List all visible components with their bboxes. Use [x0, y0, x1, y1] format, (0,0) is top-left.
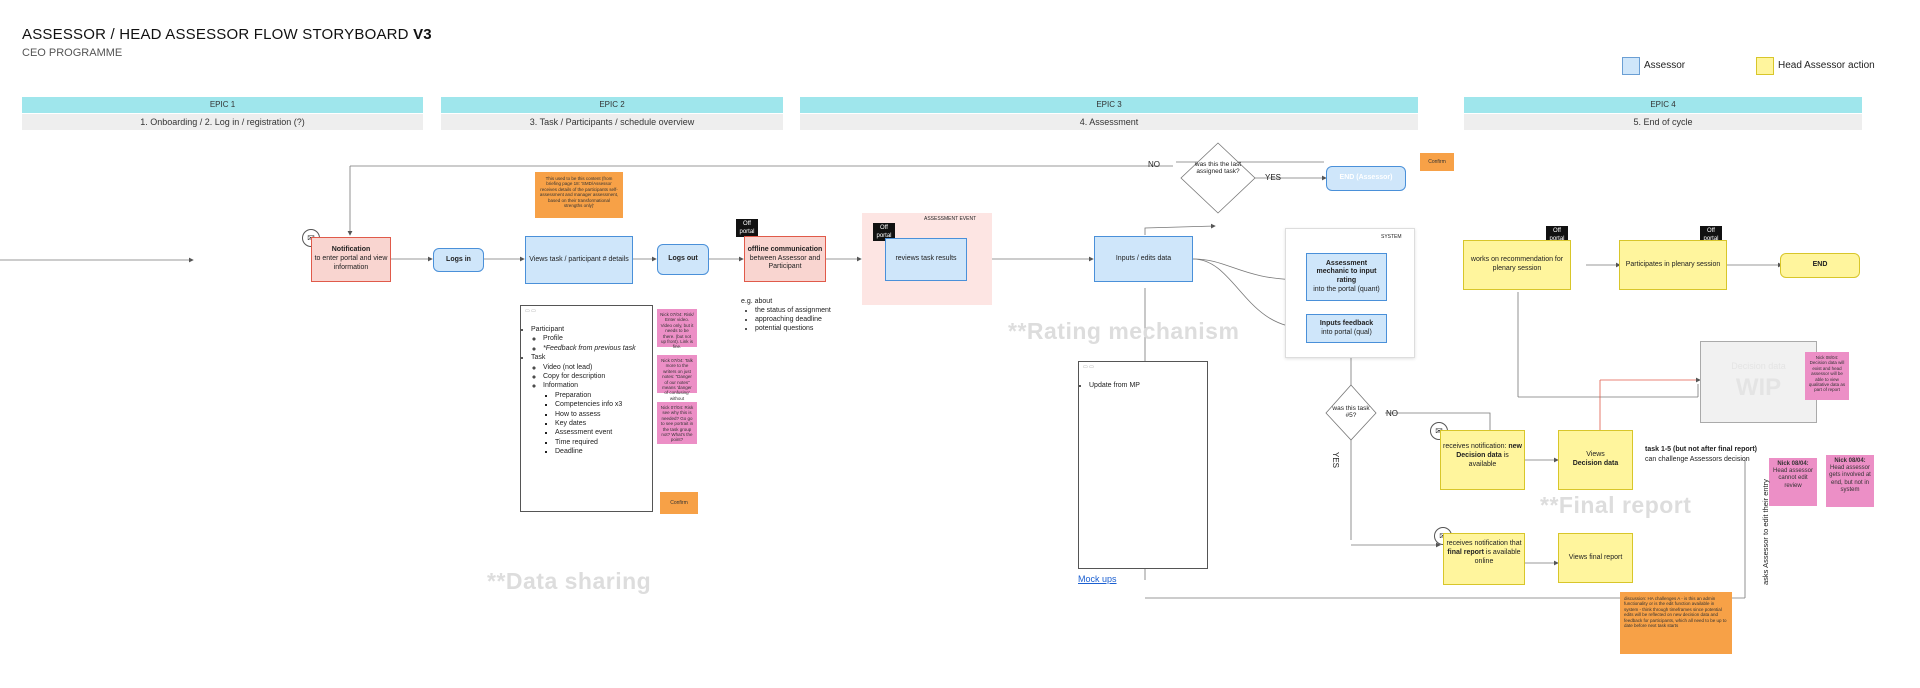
mockup-item-profile: Profile: [543, 334, 652, 343]
decision-diamond-last-task: [1180, 142, 1256, 214]
epic-2-title: 3. Task / Participants / schedule overvi…: [441, 114, 783, 130]
off-portal-badge: Off portal: [873, 223, 895, 241]
ghost-rating-mechanism: **Rating mechanism: [1008, 318, 1240, 344]
feedback-title: Inputs feedback: [1319, 319, 1374, 327]
views-decision-node: Views Decision data: [1558, 430, 1633, 490]
logs-in-node: Logs in: [433, 248, 484, 272]
mechanic-text: into the portal (quant): [1313, 285, 1380, 293]
mockup-info-item: Deadline: [555, 447, 652, 456]
views-task-node: Views task / participant # details: [525, 236, 633, 284]
legend-swatch-assessor: [1622, 57, 1640, 75]
eg-item: the status of assignment: [755, 306, 831, 315]
sticky-note-pink: Nick 08/04:Head assessor gets involved a…: [1826, 455, 1874, 507]
edge-label-no-top: NO: [1148, 160, 1160, 169]
mockup-info-item: Competencies info x3: [555, 400, 652, 409]
epic-1-header: EPIC 1: [22, 97, 423, 113]
notification-text: to enter portal and view information: [314, 255, 388, 271]
mockup-item-copy: Copy for description: [543, 372, 652, 381]
notification-title: Notification: [331, 246, 371, 254]
feedback-text: into portal (qual): [1321, 328, 1372, 336]
ghost-data-sharing: **Data sharing: [487, 568, 652, 594]
off-portal-badge: Off portal: [736, 219, 758, 237]
page-subtitle: CEO PROGRAMME: [22, 47, 123, 59]
sticky-note-confirm: Confirm: [660, 492, 698, 514]
sticky-note-content: This used to be this content (from brief…: [535, 172, 623, 218]
asks-assessor-label: asks Assessor to edit their entry: [1761, 479, 1770, 585]
inputs-feedback-node: Inputs feedback into portal (qual): [1306, 314, 1387, 343]
off-portal-badge: Off portal: [1700, 226, 1722, 244]
sticky-note-pink: Nick 08/04:Head assessor cannot edit rev…: [1769, 458, 1817, 506]
sticky-note-discussion: discussion: HA challenges A - is this an…: [1620, 592, 1732, 654]
eg-item: potential questions: [755, 324, 831, 333]
legend-swatch-head-assessor: [1756, 57, 1774, 75]
offline-text: between Assessor and Participant: [749, 254, 821, 271]
legend-label-head-assessor: Head Assessor action: [1778, 60, 1875, 71]
mockup-item-information: Information Preparation Competencies inf…: [543, 381, 652, 456]
receives-decision-node: receives notification: new Decision data…: [1440, 430, 1525, 490]
epic-2-header: EPIC 2: [441, 97, 783, 113]
mockup-info-item: How to assess: [555, 410, 652, 419]
task15-label: task 1-5 (but not after final report): [1645, 446, 1758, 453]
assessment-mechanic-node: Assessment mechanic to input rating into…: [1306, 253, 1387, 301]
page-title: ASSESSOR / HEAD ASSESSOR FLOW STORYBOARD…: [22, 26, 432, 43]
diamond-label-task5: was this task #5?: [1332, 405, 1370, 419]
wip-big-label: WIP: [1735, 373, 1782, 401]
mockup-info-item: Key dates: [555, 419, 652, 428]
system-label: SYSTEM: [1381, 234, 1402, 240]
edge-label-no-mid: NO: [1386, 409, 1398, 418]
mockup-item-participant: Participant Profile *Feedback from previ…: [531, 325, 652, 353]
offline-title: offline communication: [747, 245, 823, 253]
mockup-item-update: Update from MP: [1089, 381, 1207, 390]
offline-communication-node: offline communication between Assessor a…: [744, 236, 826, 282]
challenge-label: can challenge Assessors decision: [1645, 456, 1750, 463]
mechanic-title: Assessment mechanic to input rating: [1316, 259, 1377, 285]
mockup-item-feedback: *Feedback from previous task: [543, 344, 652, 353]
receives-final-report-node: receives notification that final report …: [1443, 533, 1525, 585]
mockup-update: ▭ ▭ Update from MP: [1078, 361, 1208, 569]
mockup-info-item: Assessment event: [555, 428, 652, 437]
wip-small-label: Decision data: [1731, 361, 1786, 372]
mockup-item-task: Task Video (not lead) Copy for descripti…: [531, 353, 652, 456]
epic-1-title: 1. Onboarding / 2. Log in / registration…: [22, 114, 423, 130]
eg-item: approaching deadline: [755, 315, 831, 324]
epic-4-header: EPIC 4: [1464, 97, 1862, 113]
off-portal-badge: Off portal: [1546, 226, 1568, 244]
epic-3-header: EPIC 3: [800, 97, 1418, 113]
mockups-link[interactable]: Mock ups: [1078, 574, 1117, 584]
sticky-note-pink: Nick 07/04: Talk more to the writers on …: [657, 355, 697, 401]
sticky-note-pink: Nick 08/04: Decision data will exist and…: [1805, 352, 1849, 400]
title-main: ASSESSOR / HEAD ASSESSOR FLOW STORYBOARD: [22, 26, 409, 43]
mockup-item-video: Video (not lead): [543, 363, 652, 372]
decision-diamond-task5: [1325, 384, 1377, 441]
diamond-label-last-task: was this the last assigned task?: [1194, 161, 1242, 175]
mockup-list: Participant Profile *Feedback from previ…: [521, 325, 652, 457]
epic-3-title: 4. Assessment: [800, 114, 1418, 130]
works-on-recommendation-node: works on recommendation for plenary sess…: [1463, 240, 1571, 290]
edge-label-yes-top: YES: [1265, 173, 1282, 182]
sticky-note-confirm-2: Confirm: [1420, 153, 1454, 171]
edge-label-yes-mid: YES: [1331, 452, 1340, 469]
notification-node: Notification to enter portal and view in…: [311, 237, 391, 282]
title-version: V3: [413, 26, 432, 43]
mockup-info-item: Preparation: [555, 391, 652, 400]
inputs-edits-node: Inputs / edits data: [1094, 236, 1193, 282]
end-assessor-node: END (Assessor): [1326, 166, 1406, 191]
logs-out-node: Logs out: [657, 244, 709, 275]
mockup-info-item: Time required: [555, 438, 652, 447]
end-node: END: [1780, 253, 1860, 278]
views-final-report-node: Views final report: [1558, 533, 1633, 583]
sticky-note-pink: Nick 07/04: Risk/ Enter video. Video onl…: [657, 309, 697, 349]
eg-list: the status of assignment approaching dea…: [741, 306, 831, 333]
sticky-note-pink: Nick 07/04: Risk see why this is needed?…: [657, 402, 697, 444]
reviews-results-node: reviews task results: [885, 238, 967, 281]
mockup-task-details: ▭ ▭ Participant Profile *Feedback from p…: [520, 305, 653, 512]
decision-data-wip-node: Decision data WIP: [1700, 341, 1817, 423]
ghost-final-report: **Final report: [1540, 492, 1692, 518]
epic-4-title: 5. End of cycle: [1464, 114, 1862, 130]
assessment-event-label: ASSESSMENT EVENT: [924, 216, 977, 222]
plenary-session-node: Participates in plenary session: [1619, 240, 1727, 290]
legend-label-assessor: Assessor: [1644, 60, 1686, 71]
eg-lead: e.g. about: [741, 298, 773, 305]
